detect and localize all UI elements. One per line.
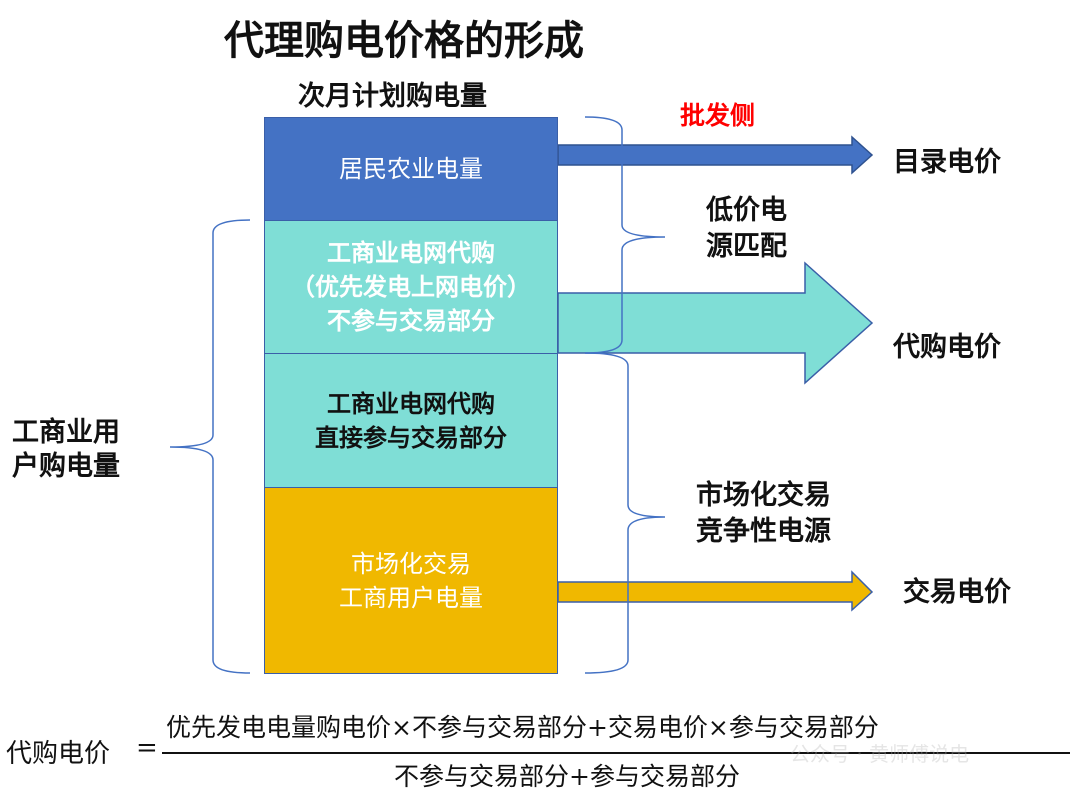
page-title: 代理购电价格的形成 (224, 18, 584, 64)
output-trade-price: 交易电价 (903, 577, 1011, 608)
fraction-bar (162, 752, 1070, 754)
label-line: 竞争性电源 (696, 516, 831, 547)
output-agent-price: 代购电价 (893, 332, 1001, 363)
block-text: 工商业电网代购 (327, 239, 495, 267)
formula-numerator: 优先发电电量购电价×不参与交易部分+交易电价×参与交易部分 (166, 713, 879, 742)
column-header: 次月计划购电量 (298, 81, 487, 112)
market-label: 市场化交易 竞争性电源 (696, 478, 831, 550)
arrows-and-braces (169, 116, 874, 674)
block-residential-agri: 居民农业电量 (264, 117, 558, 221)
block-text: 直接参与交易部分 (315, 423, 507, 452)
block-text: 市场化交易 (351, 549, 471, 578)
formula-lhs: 代购电价 (6, 739, 111, 769)
arrow-agent-price (557, 261, 874, 385)
left-label-line: 户购电量 (12, 451, 120, 482)
block-text: 居民农业电量 (339, 155, 483, 183)
block-text: 工商用户电量 (339, 583, 483, 612)
brace-market (584, 352, 666, 674)
arrow-trade-price (557, 570, 874, 612)
left-label-line: 工商业用 (12, 417, 120, 448)
block-agent-trade: 工商业电网代购 直接参与交易部分 (264, 353, 558, 488)
block-agent-nontrade: 工商业电网代购 （优先发电上网电价） 不参与交易部分 (264, 220, 558, 354)
label-line: 低价电 (706, 195, 787, 226)
formula-denominator: 不参与交易部分+参与交易部分 (394, 762, 740, 791)
block-market-users: 市场化交易 工商用户电量 (264, 487, 558, 674)
block-text: 工商业电网代购 (327, 389, 495, 418)
wholesale-label: 批发侧 (680, 101, 756, 130)
block-text: （优先发电上网电价） (291, 273, 531, 301)
brace-commercial (169, 219, 251, 674)
label-line: 源匹配 (706, 231, 787, 262)
low-price-label: 低价电 源匹配 (706, 193, 787, 265)
formula-equals: = (136, 733, 158, 763)
left-label: 工商业用 户购电量 (12, 416, 120, 484)
label-line: 市场化交易 (696, 480, 831, 511)
output-catalog-price: 目录电价 (893, 147, 1001, 178)
watermark: 公众号 · 黄师傅说电 (790, 742, 970, 766)
arrow-catalog-price (557, 135, 874, 175)
block-text: 不参与交易部分 (327, 307, 495, 335)
brace-low-price (584, 116, 666, 354)
